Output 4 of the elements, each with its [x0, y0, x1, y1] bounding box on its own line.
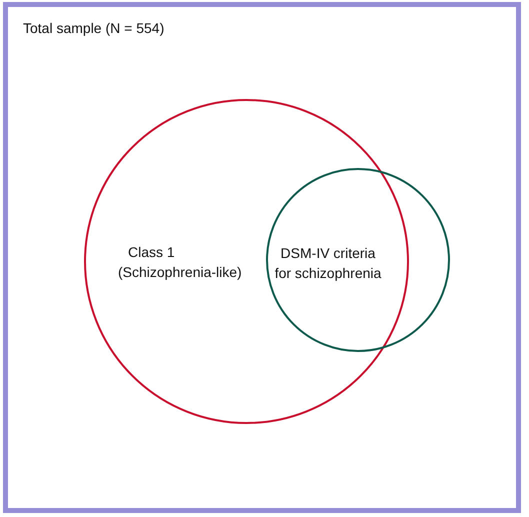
circle-label: Class 1 (Schizophrenia-like) — [118, 243, 243, 282]
frame-title: Total sample (N = 554) — [23, 19, 166, 38]
sample-frame — [3, 2, 521, 513]
circle-label: DSM-IV criteria for schizophrenia — [274, 244, 382, 283]
